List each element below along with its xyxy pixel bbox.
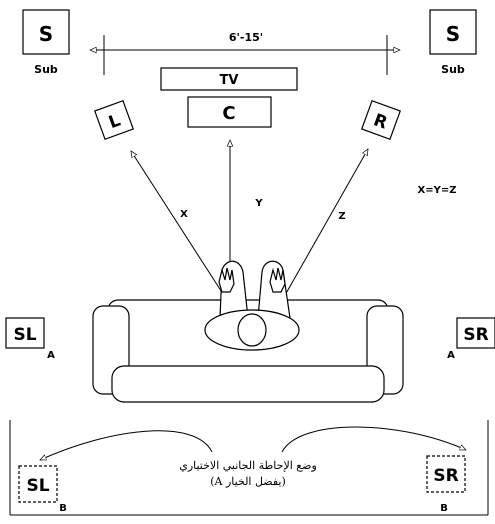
sofa-seat [111, 365, 385, 403]
arrow-to-surround-left-b [40, 430, 213, 461]
sub-right-letter: S [446, 22, 460, 46]
distance-label: 6'-15' [229, 31, 263, 44]
surround-left-b-box [18, 465, 58, 503]
surround-left-a-position: A [47, 350, 55, 361]
surround-left-b-speaker: SL B [18, 465, 67, 514]
surround-left-b-position: B [59, 503, 67, 514]
surround-right-b-letter: SR [433, 466, 458, 486]
surround-right-a-box [456, 317, 495, 349]
optional-note-line1: وضع الإحاطة الجانبي الاختياري [179, 459, 317, 472]
y-path-label: Y [254, 198, 263, 209]
front-left-speaker: L [94, 100, 134, 140]
front-left-box [94, 100, 134, 140]
center-letter: C [222, 103, 235, 124]
sub-left-speaker: S Sub [22, 9, 70, 76]
listener [204, 260, 300, 351]
z-path-label: Z [338, 211, 345, 222]
surround-right-a-speaker: SR A [447, 317, 495, 361]
surround-right-b-speaker: SR B [426, 455, 466, 514]
tv-label: TV [220, 73, 239, 88]
arrow-to-surround-right-b [281, 426, 466, 453]
x-path-label: X [180, 209, 188, 220]
sub-left-box [22, 9, 70, 55]
listener-head [237, 313, 267, 347]
x-path-line [131, 151, 226, 298]
surround-right-a-position: A [447, 350, 455, 361]
listener-left-hand [218, 267, 235, 293]
sub-left-letter: S [39, 22, 53, 46]
front-right-box [361, 100, 401, 140]
surround-left-a-box [5, 317, 45, 349]
front-right-speaker: R [361, 100, 401, 140]
z-path-line [283, 149, 369, 298]
surround-right-b-position: B [440, 503, 448, 514]
center-speaker: C [187, 96, 272, 128]
surround-left-a-letter: SL [13, 325, 36, 345]
surround-right-b-box [426, 455, 466, 493]
surround-left-b-letter: SL [26, 476, 49, 496]
sub-right-box [429, 9, 477, 55]
surround-right-a-letter: SR [463, 325, 488, 345]
listener-right-hand [269, 267, 286, 293]
front-right-letter: R [371, 110, 390, 133]
distance-dimension: 6'-15' [90, 31, 400, 75]
optional-note-line2: (يفضل الخيار A) [210, 475, 286, 488]
equality-label: X=Y=Z [418, 185, 457, 196]
optional-side-surround-bracket [9, 420, 489, 516]
tv: TV [160, 67, 298, 91]
surround-left-a-speaker: SL A [5, 317, 55, 361]
center-box [187, 96, 272, 128]
sub-left-caption: Sub [34, 63, 58, 76]
sub-right-speaker: S Sub [429, 9, 477, 76]
sub-right-caption: Sub [441, 63, 465, 76]
distance-lines: X Y Z X=Y=Z [131, 140, 457, 298]
tv-box [160, 67, 298, 91]
